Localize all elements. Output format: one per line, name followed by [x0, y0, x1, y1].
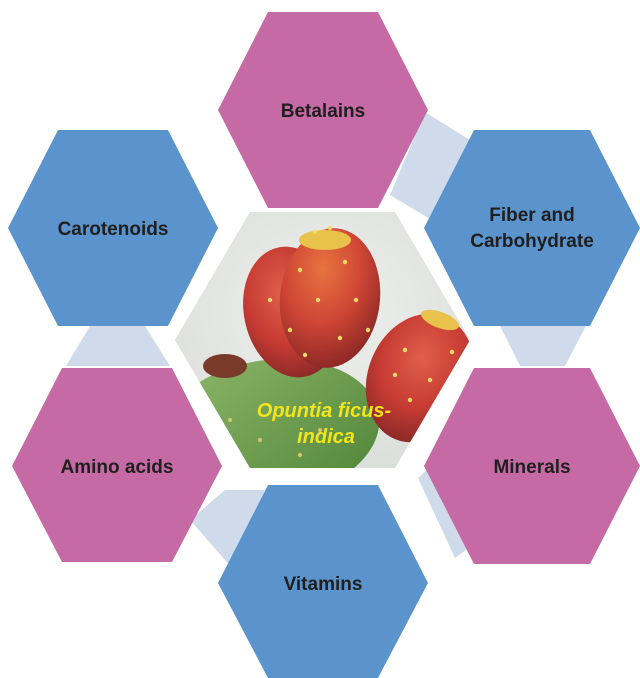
hex-amino-acids-label: Amino acids: [61, 457, 174, 478]
hex-vitamins-label: Vitamins: [284, 574, 363, 595]
hex-amino-acids: Amino acids: [12, 368, 222, 562]
hex-betalains-label: Betalains: [281, 101, 365, 122]
hex-carotenoids-label: Carotenoids: [58, 219, 169, 240]
hex-betalains: Betalains: [218, 12, 428, 208]
hex-fiber-label-line2: Carbohydrate: [470, 231, 594, 252]
connector-amino-carotenoids: [66, 326, 170, 366]
center-label-line2: indica: [297, 426, 355, 448]
hex-fiber-label-line1: Fiber and: [489, 205, 575, 226]
hex-minerals-label: Minerals: [493, 457, 570, 478]
hex-carotenoids: Carotenoids: [8, 130, 218, 326]
center-label-line1: Opuntia ficus-: [257, 400, 392, 422]
